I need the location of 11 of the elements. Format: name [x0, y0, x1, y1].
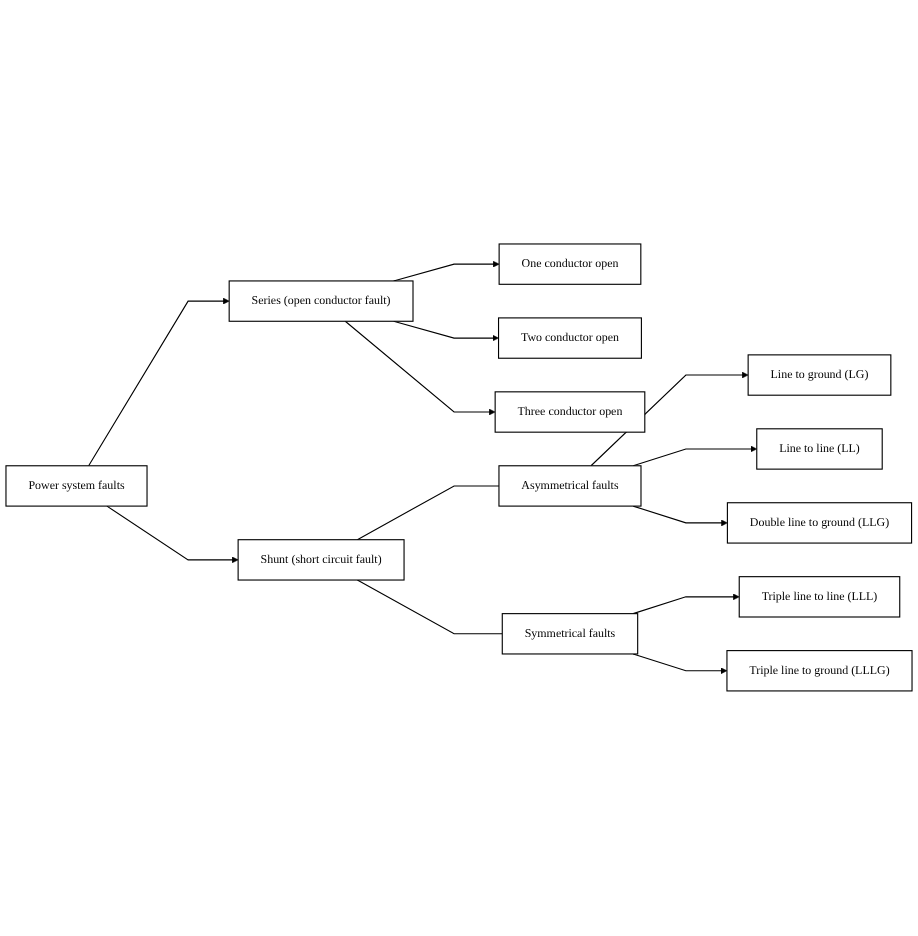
arrow — [393, 321, 499, 342]
connector — [356, 580, 503, 635]
arrow — [632, 653, 728, 675]
arrow — [344, 321, 496, 416]
arrow — [632, 506, 728, 527]
arrow — [393, 261, 500, 283]
arrow — [106, 506, 239, 564]
arrow — [88, 298, 230, 467]
connector — [356, 485, 500, 541]
arrow — [632, 594, 740, 615]
arrow — [632, 446, 758, 467]
